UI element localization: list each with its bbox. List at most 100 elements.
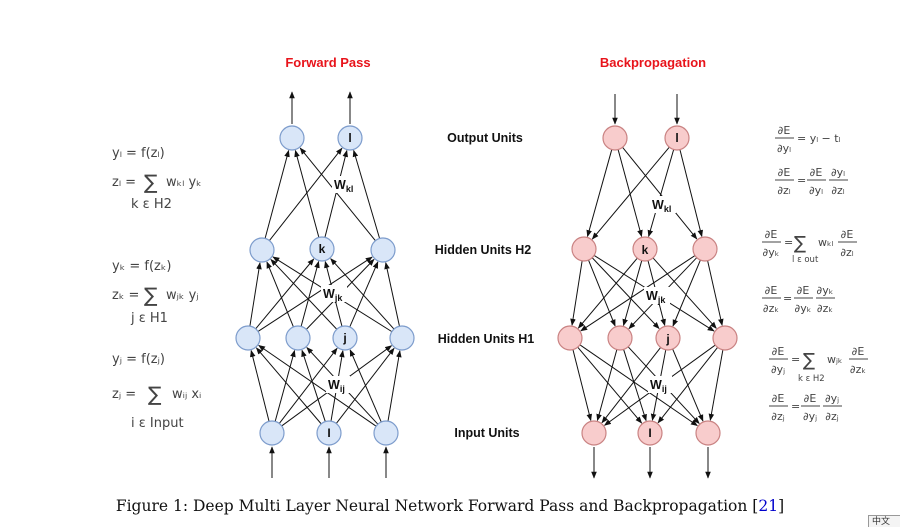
svg-text:=: = <box>797 174 806 187</box>
forward-weight-jk: Wjk <box>321 285 347 303</box>
eq-zl-range: k ε H2 <box>131 197 172 212</box>
backward-edge-h2-h1 <box>672 259 701 327</box>
forward-edge-h1-h2 <box>384 262 400 327</box>
svg-text:l ε out: l ε out <box>792 255 819 265</box>
forward-neuron <box>337 125 363 151</box>
backward-neuron <box>655 325 681 351</box>
forward-neuron <box>235 325 261 351</box>
backward-edge-h2-h1 <box>588 259 616 327</box>
eq-zj-lhs: zⱼ = <box>112 387 136 402</box>
eq-zj-sum: ∑ <box>148 382 162 406</box>
eq-zl-lhs: zₗ = <box>112 175 136 190</box>
svg-text:∂E: ∂E <box>778 166 791 179</box>
hidden-units-h2-label: Hidden Units H2 <box>435 243 532 257</box>
svg-text:Wjk: Wjk <box>323 287 343 303</box>
backward-weight-ij: Wij <box>648 376 672 394</box>
forward-neuron <box>249 237 275 263</box>
forward-edge-h1-h2 <box>270 258 338 330</box>
forward-edge-input-h1 <box>349 349 382 423</box>
corner-badge[interactable]: 中文 <box>868 515 900 527</box>
eq-zk-range: j ε H1 <box>130 311 168 326</box>
backward-node-label-k: k <box>642 243 649 257</box>
forward-edge-h2-output <box>299 147 376 242</box>
backward-edges <box>570 94 724 479</box>
svg-text:Wkl: Wkl <box>334 178 353 194</box>
svg-text:Wjk: Wjk <box>646 289 666 305</box>
forward-node-label-l: l <box>348 131 351 145</box>
svg-text:∂zₗ: ∂zₗ <box>777 184 790 197</box>
backward-edge-h2-h1 <box>577 257 638 329</box>
svg-text:∂zⱼ: ∂zⱼ <box>825 410 838 423</box>
backward-neuron <box>581 420 607 446</box>
forward-edges <box>249 91 402 478</box>
svg-text:Wij: Wij <box>328 378 345 394</box>
eq-zk-term: wⱼₖ yⱼ <box>166 288 199 303</box>
forward-edge-h1-h2 <box>349 261 379 328</box>
backward-edge-output-h2 <box>679 149 703 238</box>
citation-link[interactable]: 21 <box>758 497 779 515</box>
svg-text:∂zₖ: ∂zₖ <box>850 363 866 376</box>
forward-edge-h2-output <box>324 149 348 238</box>
forward-edge-h2-output <box>264 149 290 239</box>
svg-text:∂yₖ: ∂yₖ <box>817 284 834 297</box>
backward-weight-kl: Wkl <box>650 196 676 214</box>
eq-zl-sum: ∑ <box>144 170 158 194</box>
svg-text:∂zₖ: ∂zₖ <box>763 302 779 315</box>
svg-text:∂yₖ: ∂yₖ <box>795 302 812 315</box>
forward-neuron <box>389 325 415 351</box>
eq-yl: yₗ = f(zₗ) <box>112 146 165 161</box>
forward-neuron <box>285 325 311 351</box>
backward-edge-h2-h1 <box>652 257 717 329</box>
svg-text:∂E: ∂E <box>772 345 785 358</box>
svg-text:=: = <box>791 353 800 366</box>
input-units-label: Input Units <box>454 426 519 440</box>
forward-pass-title: Forward Pass <box>285 55 370 70</box>
backward-node-label-i: I <box>648 426 651 440</box>
svg-text:wⱼₖ: wⱼₖ <box>827 353 843 366</box>
eq-zl-term: wₖₗ yₖ <box>166 175 202 190</box>
svg-text:∂zₖ: ∂zₖ <box>817 302 833 315</box>
svg-text:∂E: ∂E <box>765 284 778 297</box>
forward-edge-h2-output <box>352 149 381 239</box>
figure-caption: Figure 1: Deep Multi Layer Neural Networ… <box>115 497 785 515</box>
output-units-label: Output Units <box>447 131 523 145</box>
svg-text:∂yₗ: ∂yₗ <box>777 142 791 155</box>
backward-node-label-l: l <box>675 131 678 145</box>
svg-text:=: = <box>784 236 793 249</box>
backward-edge-h1-input <box>579 344 698 427</box>
eq-yk: yₖ = f(zₖ) <box>112 259 171 274</box>
eq-zj-range: i ε Input <box>131 416 184 431</box>
svg-text:∂yₗ: ∂yₗ <box>809 184 823 197</box>
backward-edge-h1-input <box>601 347 662 424</box>
forward-edge-h1-h2 <box>266 261 294 328</box>
svg-text:= yₗ − tₗ: = yₗ − tₗ <box>797 132 841 145</box>
svg-text:Wkl: Wkl <box>652 198 671 214</box>
eq-zk-lhs: zₖ = <box>112 288 139 303</box>
backward-neuron <box>712 325 738 351</box>
backward-neuron <box>664 125 690 151</box>
forward-edge-input-h1 <box>255 347 322 425</box>
forward-neuron <box>373 420 399 446</box>
forward-weight-ij: Wij <box>326 376 350 394</box>
svg-text:Wij: Wij <box>650 378 667 394</box>
svg-text:∂E: ∂E <box>852 345 865 358</box>
forward-neuron <box>309 236 335 262</box>
backward-neuron <box>602 125 628 151</box>
backward-edge-h2-h1 <box>580 255 696 332</box>
backward-weight-jk: Wjk <box>644 287 670 305</box>
svg-text:∂E: ∂E <box>804 392 817 405</box>
backward-neuron <box>637 420 663 446</box>
forward-edge-input-h1 <box>250 349 270 422</box>
svg-text:∂yⱼ: ∂yⱼ <box>771 363 785 376</box>
backward-edge-output-h2 <box>586 149 613 238</box>
svg-text:∂E: ∂E <box>841 228 854 241</box>
backward-edge-h1-input <box>708 349 724 421</box>
svg-text:∑: ∑ <box>803 350 815 371</box>
svg-text:∂yⱼ: ∂yⱼ <box>825 392 839 405</box>
forward-edge-h1-h2 <box>300 260 320 327</box>
backward-edge-h1-input <box>657 347 718 424</box>
eq-zj-term: wᵢⱼ xᵢ <box>172 387 201 402</box>
forward-node-label-k: k <box>319 242 326 256</box>
forward-equations: yₗ = f(zₗ) zₗ = ∑ wₖₗ yₖ k ε H2 yₖ = f(z… <box>112 146 202 431</box>
